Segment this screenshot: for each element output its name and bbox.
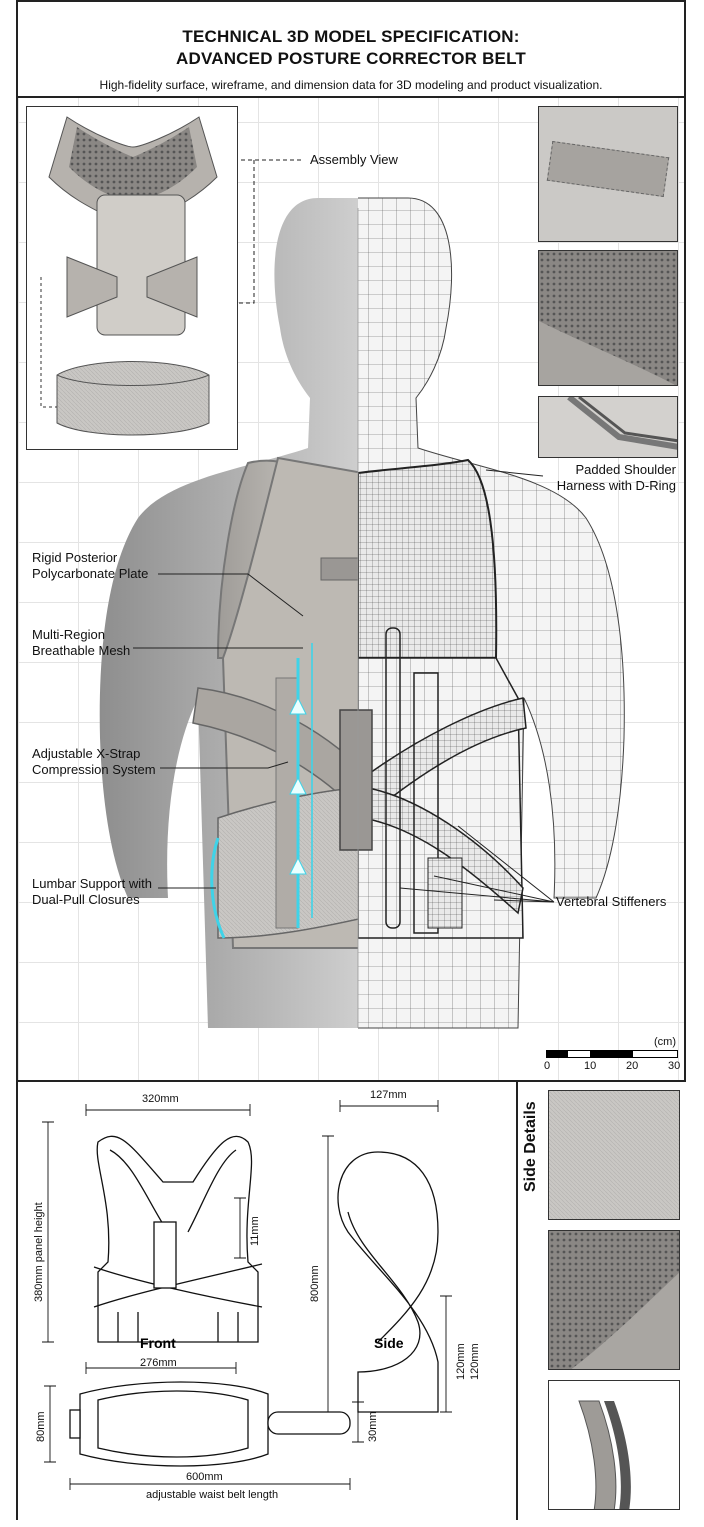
assembly-view-inset — [26, 106, 238, 450]
scale-bar: (cm) 0 10 20 30 — [544, 1034, 680, 1074]
dim-side-b1: 120mm — [455, 1343, 467, 1380]
subtitle: High-fidelity surface, wireframe, and di… — [99, 78, 603, 92]
label-xstrap-line2: Compression System — [32, 762, 156, 777]
dim-front-height: 380mm panel height — [33, 1202, 45, 1302]
side-details-panel: Side Details — [516, 1082, 686, 1520]
label-mesh-line1: Multi-Region — [32, 627, 105, 642]
label-mesh: Multi-Region Breathable Mesh — [32, 627, 130, 659]
side-details-title: Side Details — [522, 1101, 539, 1192]
scale-bar-graphic — [546, 1050, 678, 1058]
dim-belt-height: 80mm — [35, 1411, 47, 1442]
dim-side-height: 800mm — [309, 1265, 321, 1302]
dim-side-b2: 120mm — [469, 1343, 481, 1380]
side-details-title-wrap: Side Details — [522, 1092, 546, 1192]
label-shoulder-harness-line1: Padded Shoulder — [575, 462, 676, 477]
label-xstrap-line1: Adjustable X-Strap — [32, 746, 141, 761]
side-view-label: Side — [374, 1335, 404, 1351]
orthographic-drawings: 320mm 380mm panel height 11mm 127mm 800m… — [33, 1089, 481, 1501]
scale-tick-30: 30 — [668, 1060, 681, 1072]
hero-render: Assembly View Padded Shoulder Harness wi… — [18, 98, 684, 1076]
swatch-mesh — [538, 250, 678, 386]
swatch-edge-binding — [538, 396, 678, 458]
dim-side-width: 127mm — [370, 1089, 407, 1101]
label-xstrap: Adjustable X-Strap Compression System — [32, 746, 156, 778]
scale-tick-0: 0 — [544, 1060, 551, 1072]
swatch-fabric — [538, 106, 678, 242]
dim-front-strap: 11mm — [249, 1216, 261, 1246]
label-shoulder-harness: Padded Shoulder Harness with D-Ring — [546, 462, 676, 494]
detail-swatch-fabric — [548, 1090, 680, 1220]
scale-tick-20: 20 — [626, 1060, 639, 1072]
detail-swatch-stiffener — [548, 1380, 680, 1510]
label-stiffeners: Vertebral Stiffeners — [556, 894, 667, 909]
header: TECHNICAL 3D MODEL SPECIFICATION: ADVANC… — [16, 0, 686, 98]
label-rigid-plate-line2: Polycarbonate Plate — [32, 566, 149, 581]
technical-drawings: 320mm 380mm panel height 11mm 127mm 800m… — [18, 1080, 686, 1520]
scale-tick-10: 10 — [584, 1060, 597, 1072]
detail-swatch-mesh — [548, 1230, 680, 1370]
harness-wireframe-half — [358, 458, 527, 939]
dim-belt-width: 276mm — [140, 1357, 177, 1369]
render-illustration — [99, 159, 625, 1029]
dim-front-width: 320mm — [142, 1093, 179, 1105]
label-rigid-plate-line1: Rigid Posterior — [32, 550, 118, 565]
dim-belt-tab: 30mm — [367, 1411, 379, 1442]
label-shoulder-harness-line2: Harness with D-Ring — [556, 478, 676, 493]
leader-lines — [133, 159, 555, 903]
label-mesh-line2: Breathable Mesh — [32, 643, 131, 658]
label-lumbar-line1: Lumbar Support with — [32, 876, 152, 891]
title-line-2: ADVANCED POSTURE CORRECTOR BELT — [176, 49, 526, 68]
label-lumbar: Lumbar Support with Dual-Pull Closures — [32, 876, 152, 908]
title-line-1: TECHNICAL 3D MODEL SPECIFICATION: — [182, 27, 520, 46]
scale-unit: (cm) — [654, 1036, 676, 1048]
center-buckle — [339, 709, 373, 851]
front-view-label: Front — [140, 1335, 176, 1351]
page-title: TECHNICAL 3D MODEL SPECIFICATION: ADVANC… — [18, 26, 684, 70]
label-rigid-plate: Rigid Posterior Polycarbonate Plate — [32, 550, 148, 582]
dim-belt-length: 600mm — [186, 1471, 223, 1483]
belt-caption: adjustable waist belt length — [146, 1489, 278, 1501]
label-lumbar-line2: Dual-Pull Closures — [32, 892, 140, 907]
label-assembly-view: Assembly View — [310, 152, 398, 167]
